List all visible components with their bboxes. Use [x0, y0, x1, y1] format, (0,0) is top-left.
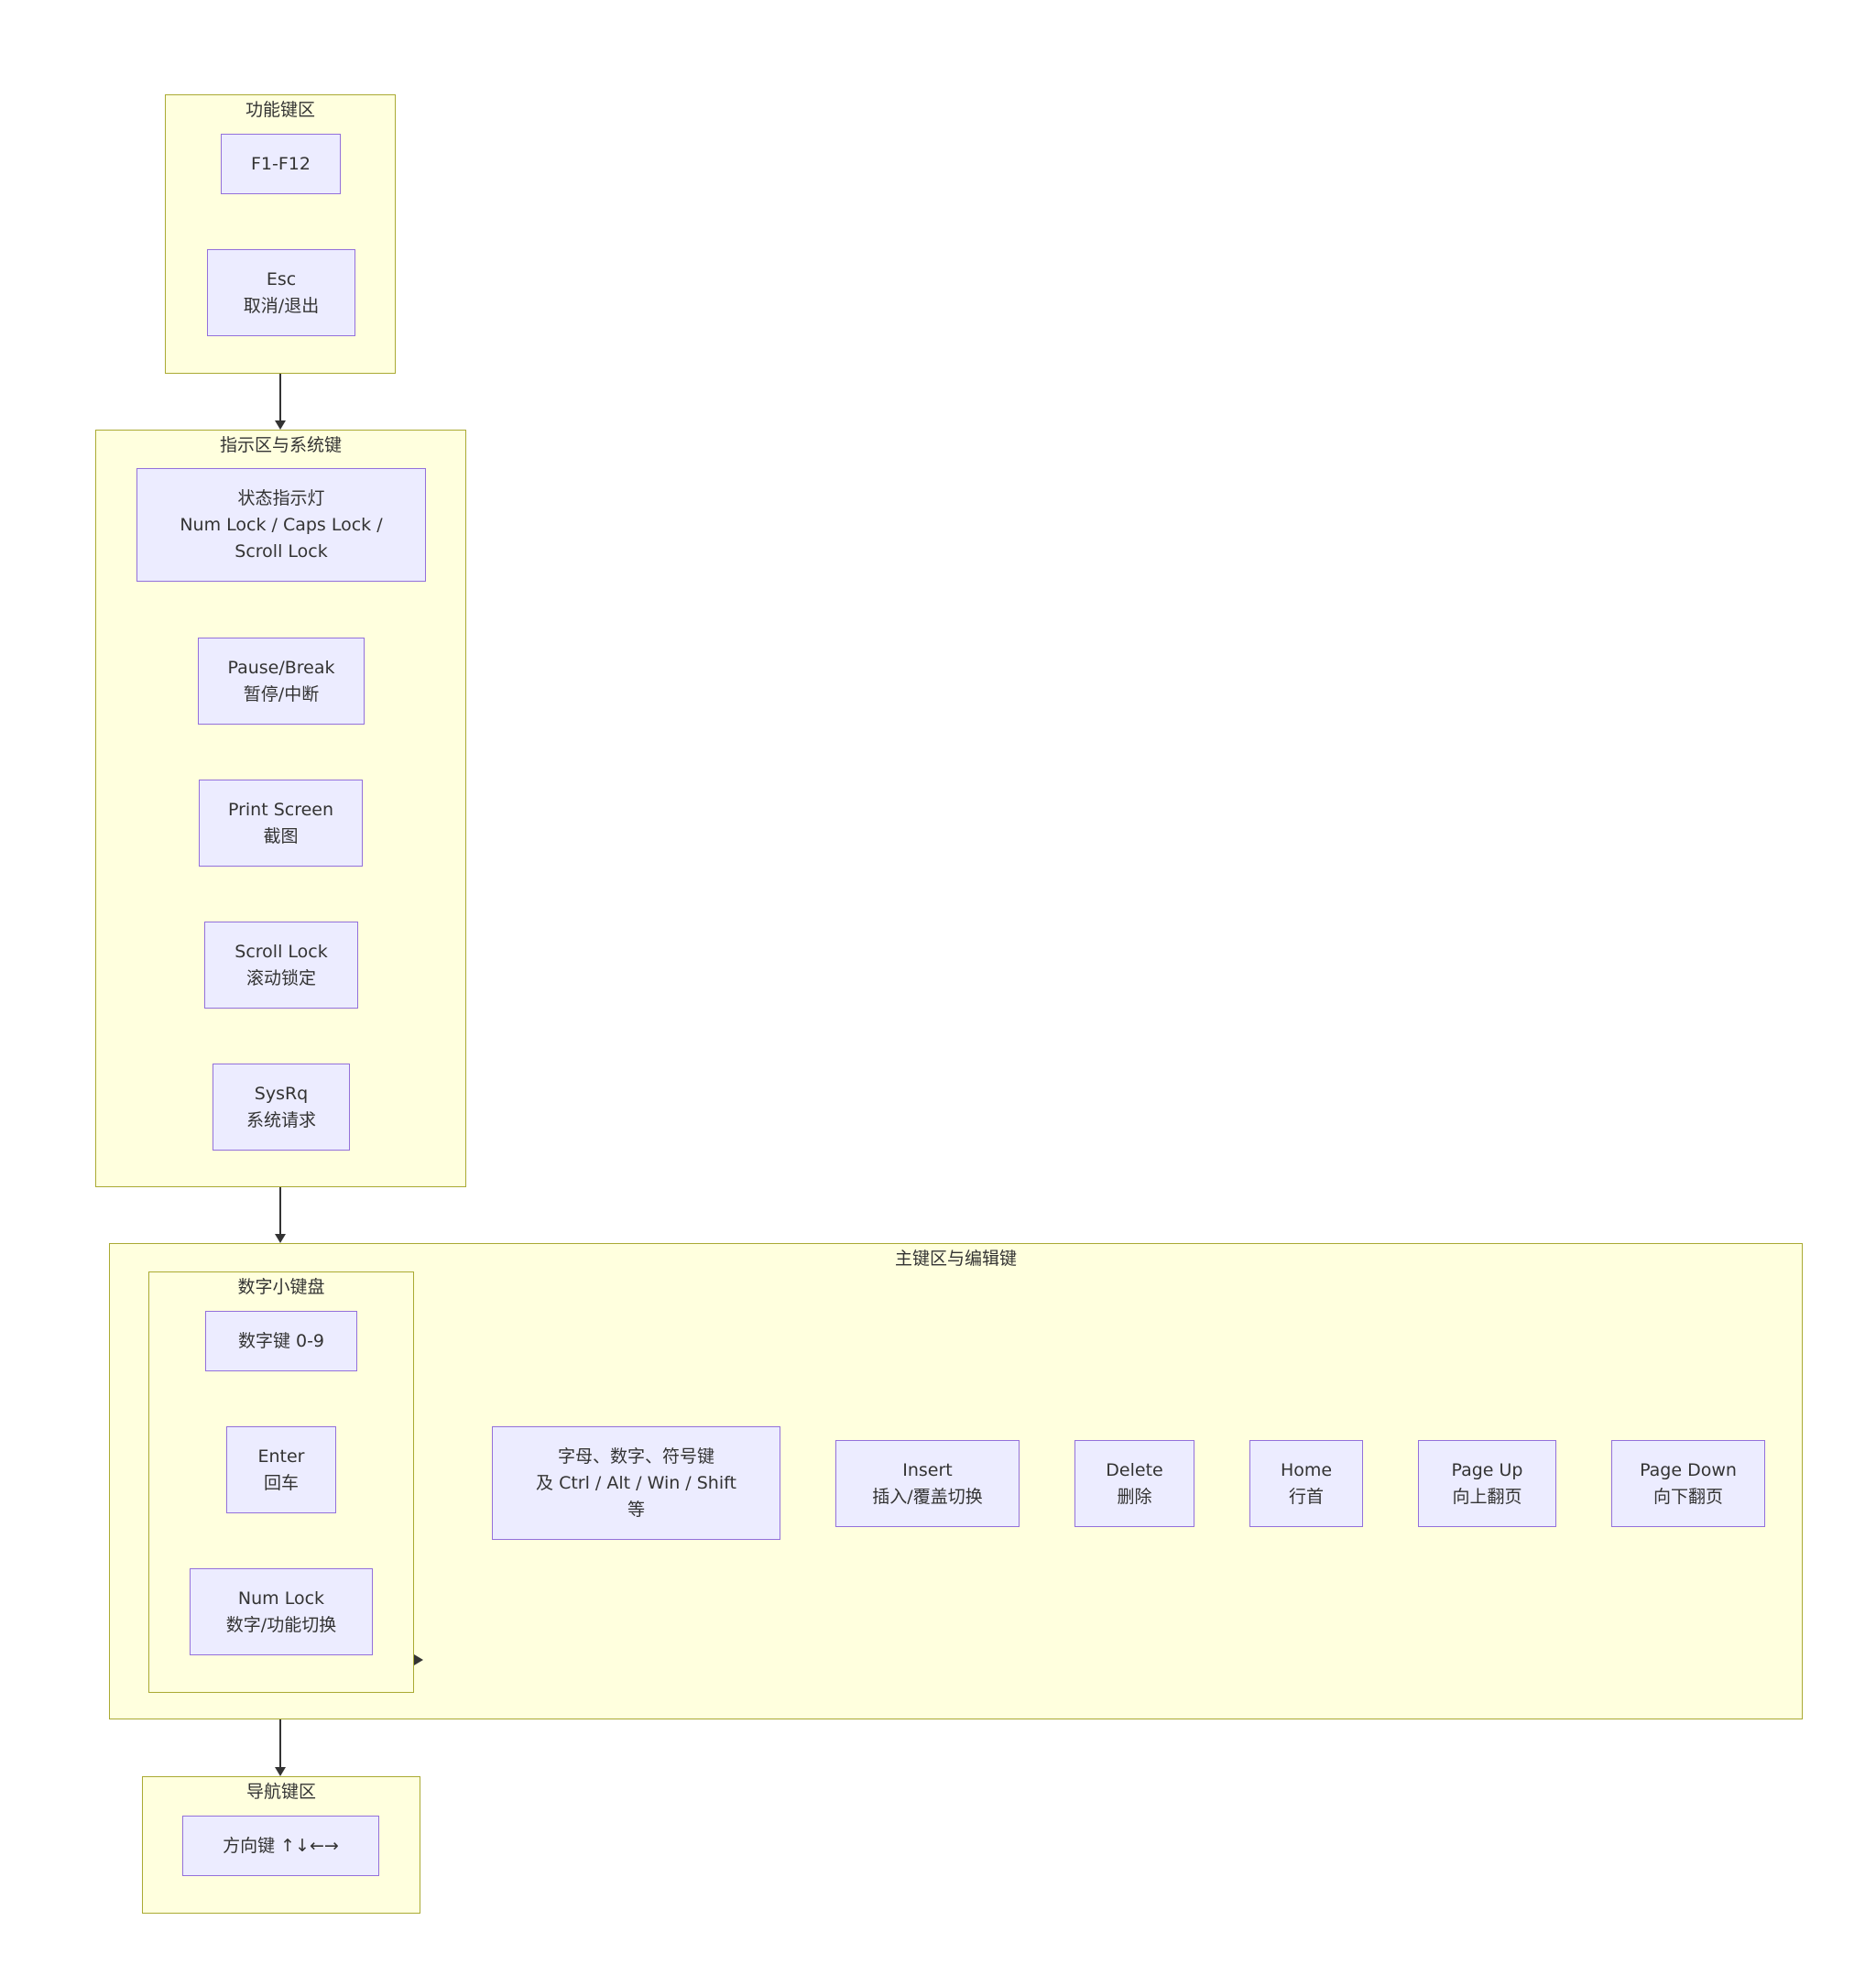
- node-page-up-line-2: 向上翻页: [1452, 1486, 1522, 1507]
- node-status-leds-line-3: Scroll Lock: [234, 540, 328, 562]
- node-sysrq-line-1: SysRq: [254, 1083, 309, 1104]
- node-numpad-numlock-line-1: Num Lock: [237, 1588, 325, 1609]
- cluster-title-indicator-system: 指示区与系统键: [219, 435, 342, 455]
- node-home: Home 行首: [1249, 1440, 1363, 1527]
- node-esc-line-2: 取消/退出: [243, 295, 320, 316]
- node-sysrq: SysRq 系统请求: [213, 1064, 350, 1151]
- node-pause-break-line-1: Pause/Break: [227, 657, 335, 678]
- node-pause-break-line-2: 暂停/中断: [243, 683, 320, 704]
- node-scroll-lock-line-2: 滚动锁定: [245, 967, 316, 988]
- node-main-keys: 字母、数字、符号键 及 Ctrl / Alt / Win / Shift 等: [492, 1426, 780, 1540]
- node-page-down: Page Down 向下翻页: [1611, 1440, 1765, 1527]
- cluster-title-main-editing: 主键区与编辑键: [894, 1249, 1017, 1269]
- node-status-leds-line-1: 状态指示灯: [237, 487, 325, 508]
- cluster-title-numpad: 数字小键盘: [237, 1277, 325, 1297]
- node-insert-line-2: 插入/覆盖切换: [872, 1486, 983, 1507]
- node-esc-line-1: Esc: [266, 268, 297, 289]
- node-f1-f12: F1-F12: [221, 134, 341, 194]
- node-main-keys-line-2: 及 Ctrl / Alt / Win / Shift: [536, 1472, 736, 1493]
- node-arrow-keys-line-1: 方向键 ↑↓←→: [223, 1835, 339, 1856]
- node-numpad-enter: Enter 回车: [226, 1426, 336, 1513]
- node-page-down-line-2: 向下翻页: [1652, 1486, 1723, 1507]
- arrowhead-navigation: [275, 1767, 286, 1776]
- node-delete-line-2: 删除: [1117, 1486, 1152, 1507]
- node-esc: Esc 取消/退出: [207, 249, 355, 336]
- arrowhead-indicator: [275, 420, 286, 430]
- node-main-keys-line-1: 字母、数字、符号键: [557, 1446, 714, 1467]
- cluster-title-function-keys: 功能键区: [245, 100, 315, 120]
- node-status-leds: 状态指示灯 Num Lock / Caps Lock / Scroll Lock: [136, 468, 426, 582]
- node-home-line-1: Home: [1280, 1459, 1333, 1480]
- node-status-leds-line-2: Num Lock / Caps Lock /: [180, 514, 383, 535]
- node-numpad-enter-line-1: Enter: [257, 1446, 305, 1467]
- node-delete: Delete 删除: [1074, 1440, 1194, 1527]
- node-f1-f12-line-1: F1-F12: [251, 153, 311, 174]
- node-arrow-keys: 方向键 ↑↓←→: [182, 1816, 379, 1876]
- node-main-keys-line-3: 等: [627, 1499, 645, 1520]
- node-page-up: Page Up 向上翻页: [1418, 1440, 1556, 1527]
- node-page-down-line-1: Page Down: [1640, 1459, 1737, 1480]
- node-numpad-digits-line-1: 数字键 0-9: [237, 1330, 325, 1351]
- node-delete-line-1: Delete: [1106, 1459, 1163, 1480]
- arrowhead-main: [275, 1234, 286, 1243]
- node-print-screen: Print Screen 截图: [199, 780, 363, 867]
- node-scroll-lock: Scroll Lock 滚动锁定: [204, 922, 358, 1009]
- node-numpad-enter-line-2: 回车: [263, 1472, 299, 1493]
- node-insert: Insert 插入/覆盖切换: [835, 1440, 1020, 1527]
- node-page-up-line-1: Page Up: [1451, 1459, 1523, 1480]
- node-print-screen-line-1: Print Screen: [227, 799, 334, 820]
- node-home-line-2: 行首: [1288, 1486, 1324, 1507]
- cluster-title-navigation: 导航键区: [245, 1782, 316, 1802]
- node-scroll-lock-line-1: Scroll Lock: [234, 941, 328, 962]
- node-print-screen-line-2: 截图: [263, 825, 299, 846]
- node-numpad-digits: 数字键 0-9: [205, 1311, 357, 1371]
- node-sysrq-line-2: 系统请求: [245, 1109, 316, 1130]
- node-numpad-numlock: Num Lock 数字/功能切换: [190, 1568, 373, 1655]
- node-insert-line-1: Insert: [902, 1459, 953, 1480]
- node-pause-break: Pause/Break 暂停/中断: [198, 638, 365, 725]
- node-numpad-numlock-line-2: 数字/功能切换: [225, 1614, 337, 1635]
